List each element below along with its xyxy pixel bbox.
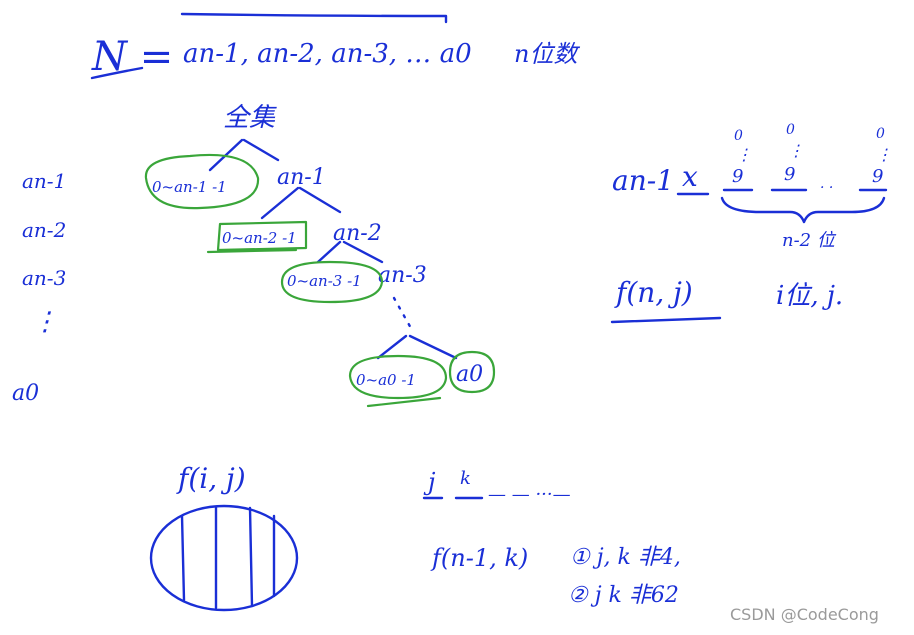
green-highlights <box>144 153 496 408</box>
tree-leaf-4: 0~a0 -1 <box>356 371 416 389</box>
tree-branch <box>342 240 384 264</box>
bottom-right: j k — — ···— f(n-1, k) ① j, k 非4, ② j k … <box>422 468 681 608</box>
col2-bottom: 9 <box>784 164 795 185</box>
set-partition <box>248 506 254 608</box>
highlight-underline-4 <box>366 396 442 408</box>
right-row-a: an-1 <box>612 164 674 197</box>
tree-root: 全集 <box>223 103 277 133</box>
tree-branch <box>298 186 342 214</box>
set-ellipse <box>149 504 299 612</box>
bottom-j: j <box>423 468 436 496</box>
highlight-circle-0 <box>448 350 496 394</box>
set-partition <box>180 514 186 602</box>
col3-top: 0 <box>876 126 885 142</box>
tree-branch <box>242 138 280 162</box>
tree-branch <box>260 186 300 220</box>
header-overline <box>180 12 448 24</box>
watermark: CSDN @CodeCong <box>730 605 879 624</box>
digit-column-1: 0 ⋮ 9 <box>722 128 754 192</box>
left-item-3: an-3 <box>22 266 66 290</box>
bottom-rest: — — ···— <box>488 484 571 505</box>
tree-dots <box>392 296 414 332</box>
right-brace-label: n-2 位 <box>782 230 837 251</box>
bottom-opt1: ① j, k 非4, <box>570 545 681 570</box>
decision-tree: 全集 an-1 an-2 an-3 a0 0~an-1 -1 0~an-2 -1… <box>152 103 483 389</box>
col3-bottom: 9 <box>872 166 883 187</box>
left-item-dots: ⋮ <box>32 307 58 337</box>
digit-column-2: 0 ⋮ 9 <box>770 122 808 192</box>
digit-column-3: 0 ⋮ 9 <box>858 126 892 192</box>
right-panel: an-1 x 0 ⋮ 9 0 ⋮ 9 · · 0 ⋮ 9 n-2 位 f(n, … <box>610 122 892 324</box>
right-f-underline <box>610 316 722 324</box>
tree-node-n2: an-2 <box>333 221 382 246</box>
highlight-underline-2 <box>206 248 298 254</box>
bottom-left: f(i, j) <box>149 462 299 612</box>
tree-branch <box>408 334 458 360</box>
tree-leaf-1: 0~an-1 -1 <box>152 178 227 196</box>
right-ellipsis: · · <box>820 180 833 196</box>
tree-leaf-3: 0~an-3 -1 <box>287 272 362 290</box>
bottom-f-label: f(i, j) <box>176 462 246 495</box>
tree-leaf-2: 0~an-2 -1 <box>222 229 297 247</box>
highlight-circle-3 <box>280 260 384 304</box>
col1-top: 0 <box>734 128 743 144</box>
header-digits-note: n位数 <box>514 40 580 68</box>
tree-node-n0: a0 <box>456 362 483 387</box>
col1-mid: ⋮ <box>736 145 752 164</box>
header-n-label: N = <box>91 34 173 80</box>
col2-top: 0 <box>786 122 795 138</box>
col1-bottom: 9 <box>732 166 743 187</box>
tree-branch <box>316 240 342 264</box>
col2-mid: ⋮ <box>788 141 804 160</box>
bottom-f2: f(n-1, k) <box>430 544 528 572</box>
header-underline-n <box>90 66 144 80</box>
highlight-circle-1 <box>144 153 260 210</box>
highlight-circle-4 <box>348 354 448 400</box>
right-row-x: x <box>682 160 698 193</box>
tree-node-n3: an-3 <box>378 263 427 288</box>
col3-mid: ⋮ <box>876 145 892 164</box>
header-digits: an-1, an-2, an-3, … a0 <box>183 39 472 69</box>
highlight-box-2 <box>216 220 308 252</box>
right-f-desc: i位, j. <box>776 281 843 311</box>
tree-branch <box>376 334 408 360</box>
left-item-2: an-2 <box>22 218 66 242</box>
right-brace <box>720 196 886 224</box>
right-f-expr: f(n, j) <box>614 276 693 309</box>
tree-node-n1: an-1 <box>277 165 326 190</box>
bottom-opt2: ② j k 非62 <box>568 583 679 608</box>
left-item-0: a0 <box>12 381 39 406</box>
left-item-1: an-1 <box>22 169 66 193</box>
left-column: an-1 an-2 an-3 ⋮ a0 <box>12 169 66 406</box>
bottom-k: k <box>460 468 471 489</box>
